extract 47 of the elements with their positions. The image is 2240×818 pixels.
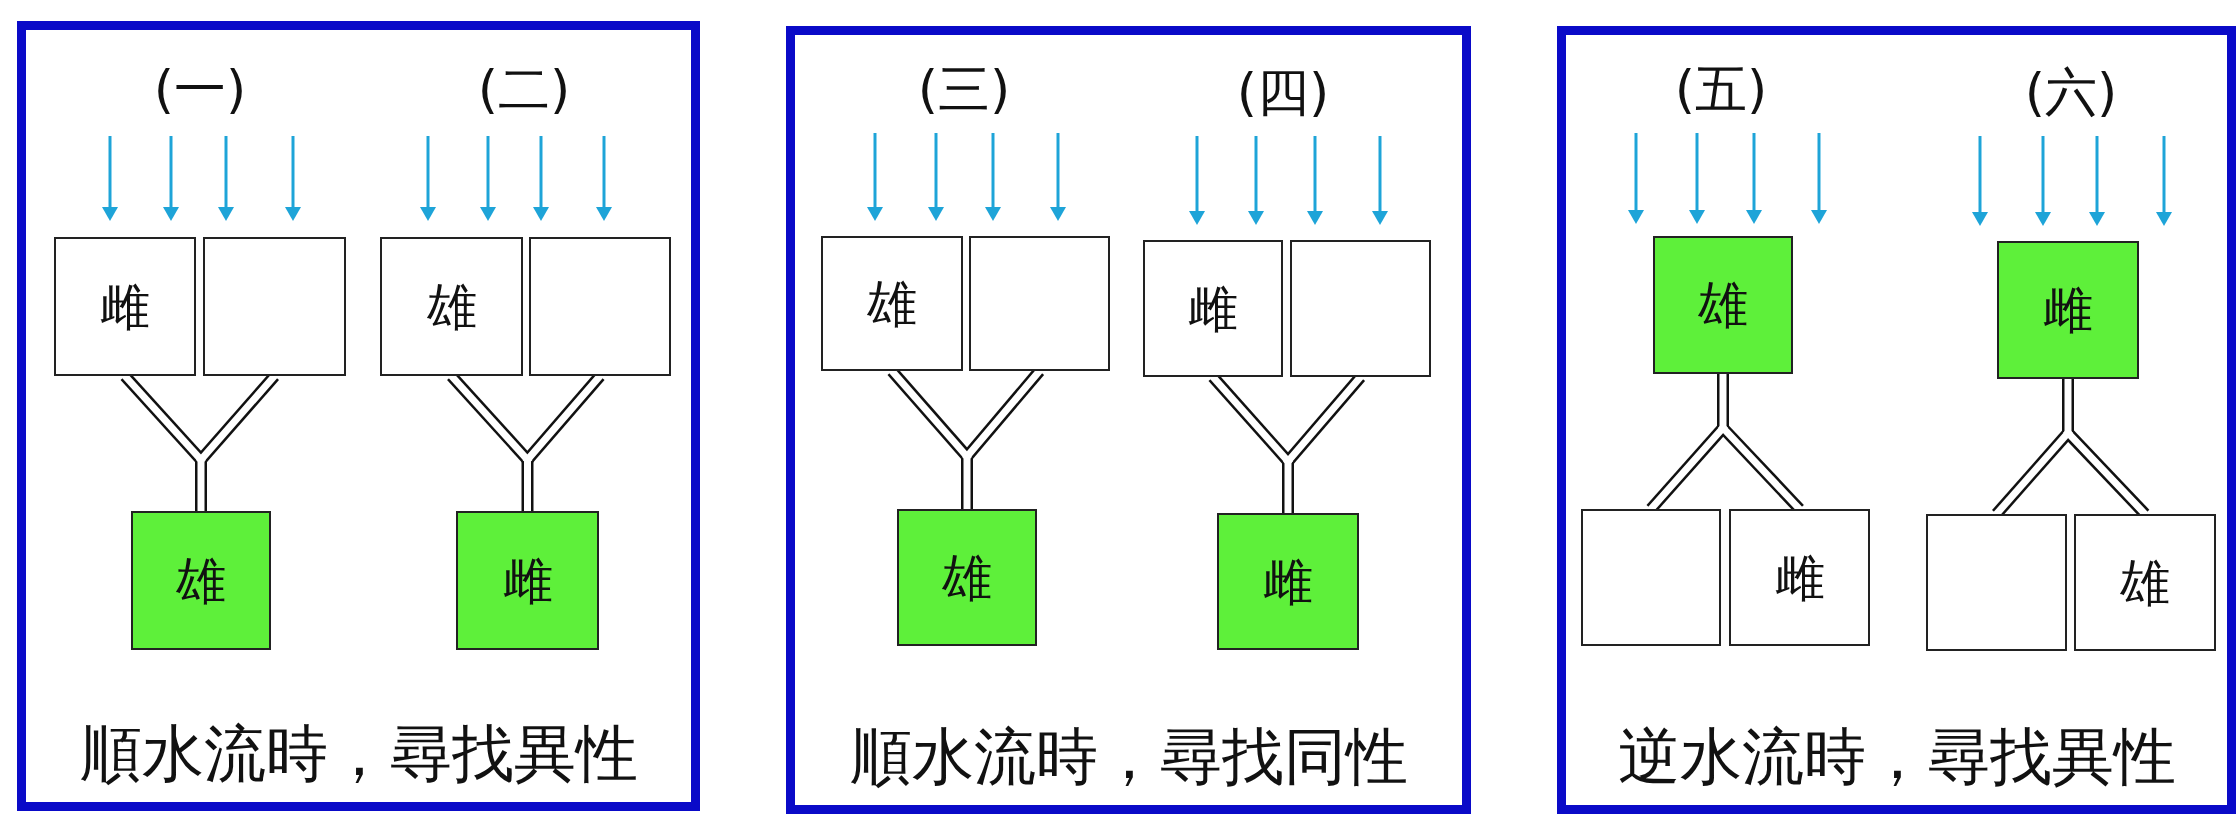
panel [786, 26, 1471, 814]
highlighted-chamber [897, 509, 1037, 646]
chamber [821, 236, 963, 371]
chamber [203, 237, 346, 376]
chamber-label: 雄 [942, 552, 992, 603]
diagram-number: (四) [1236, 66, 1330, 118]
chamber-label: 雄 [176, 555, 226, 606]
chamber [2074, 514, 2216, 651]
diagram-number: (六) [2024, 66, 2118, 118]
channel-connector [2062, 379, 2074, 433]
chamber [54, 237, 196, 376]
diagram-number: (五) [1674, 63, 1768, 115]
caption-text: 順水流時，尋找同性 [848, 722, 1409, 791]
diagram-number: (二) [477, 63, 571, 115]
highlighted-chamber [456, 511, 599, 650]
chamber [1143, 240, 1283, 377]
chamber-label: 雌 [502, 555, 553, 606]
diagram-number: (三) [917, 63, 1011, 115]
chamber-label: 雄 [1698, 280, 1748, 330]
diagram-number: (一) [153, 63, 247, 115]
highlighted-chamber [1217, 513, 1359, 650]
caption-text: 順水流時，尋找異性 [78, 719, 639, 788]
channel-connector [1717, 374, 1729, 428]
chamber-label: 雄 [867, 278, 917, 329]
chamber-label: 雌 [1774, 552, 1825, 603]
channel-connector [521, 459, 534, 511]
chamber [1290, 240, 1431, 377]
panel [17, 21, 700, 811]
chamber [1581, 509, 1721, 646]
chamber [969, 236, 1110, 371]
highlighted-chamber [1997, 241, 2139, 379]
chamber-label: 雄 [2120, 557, 2170, 608]
chamber [1926, 514, 2067, 651]
channel-connector [1282, 461, 1294, 513]
chamber-label: 雌 [100, 281, 150, 332]
chamber-label: 雌 [2043, 285, 2093, 335]
highlighted-chamber [131, 511, 271, 650]
chamber [380, 237, 523, 376]
highlighted-chamber [1653, 236, 1793, 374]
panel [1557, 26, 2236, 814]
chamber-label: 雌 [1263, 556, 1313, 607]
chamber [1729, 509, 1870, 646]
caption-text: 逆水流時，尋找異性 [1616, 722, 2177, 791]
channel-connector [961, 456, 973, 509]
chamber-label: 雌 [1188, 283, 1238, 334]
chamber-label: 雄 [426, 281, 477, 332]
chamber [529, 237, 671, 376]
